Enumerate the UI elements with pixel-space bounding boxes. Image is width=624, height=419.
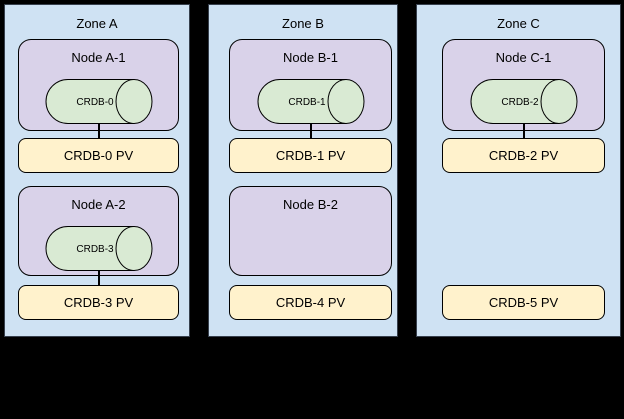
pod-crdb-0-label: CRDB-0: [76, 97, 114, 108]
zone-b-label: Zone B: [282, 16, 324, 31]
pod-crdb-1: CRDB-1: [257, 79, 365, 124]
node-b1-label: Node B-1: [283, 50, 338, 65]
node-b2-label: Node B-2: [283, 197, 338, 212]
pv-crdb-4: CRDB-4 PV: [229, 285, 392, 320]
pv-crdb-2: CRDB-2 PV: [442, 138, 605, 173]
cylinder-body: [45, 79, 134, 124]
pod-crdb-0: CRDB-0: [45, 79, 153, 124]
zone-a-label: Zone A: [76, 16, 118, 31]
node-a2-label: Node A-2: [71, 197, 126, 212]
pod-crdb-2: CRDB-2: [470, 79, 578, 124]
pod-crdb-3: CRDB-3: [45, 226, 153, 271]
cylinder-cap-icon: [327, 79, 364, 124]
node-c1-label: Node C-1: [495, 50, 552, 65]
pod-pv-connector: [522, 123, 525, 139]
cylinder-cap-icon: [540, 79, 577, 124]
pod-pv-connector: [97, 123, 100, 139]
pod-crdb-3-label: CRDB-3: [76, 244, 114, 255]
zone-a: Zone A Node A-1 CRDB-0 CRDB-0 PV Node A-…: [4, 4, 190, 337]
cylinder-body: [257, 79, 346, 124]
node-b2: Node B-2: [229, 186, 392, 276]
zone-c: Zone C Node C-1 CRDB-2 CRDB-2 PV CRDB-5 …: [416, 4, 621, 337]
pod-crdb-1-label: CRDB-1: [288, 97, 326, 108]
cylinder-body: [45, 226, 134, 271]
node-c1: Node C-1 CRDB-2: [442, 39, 605, 131]
node-b1: Node B-1 CRDB-1: [229, 39, 392, 131]
node-a1: Node A-1 CRDB-0: [18, 39, 179, 131]
pv-crdb-1: CRDB-1 PV: [229, 138, 392, 173]
node-a2: Node A-2 CRDB-3: [18, 186, 179, 276]
cylinder-body: [470, 79, 559, 124]
pod-crdb-2-label: CRDB-2: [501, 97, 539, 108]
cylinder-cap-icon: [115, 79, 152, 124]
pv-crdb-0: CRDB-0 PV: [18, 138, 179, 173]
pod-pv-connector: [97, 270, 100, 286]
cylinder-cap-icon: [115, 226, 152, 271]
node-a1-label: Node A-1: [71, 50, 126, 65]
pv-crdb-5: CRDB-5 PV: [442, 285, 605, 320]
zone-c-label: Zone C: [497, 16, 540, 31]
pod-pv-connector: [309, 123, 312, 139]
zone-b: Zone B Node B-1 CRDB-1 CRDB-1 PV Node B-…: [208, 4, 398, 337]
pv-crdb-3: CRDB-3 PV: [18, 285, 179, 320]
